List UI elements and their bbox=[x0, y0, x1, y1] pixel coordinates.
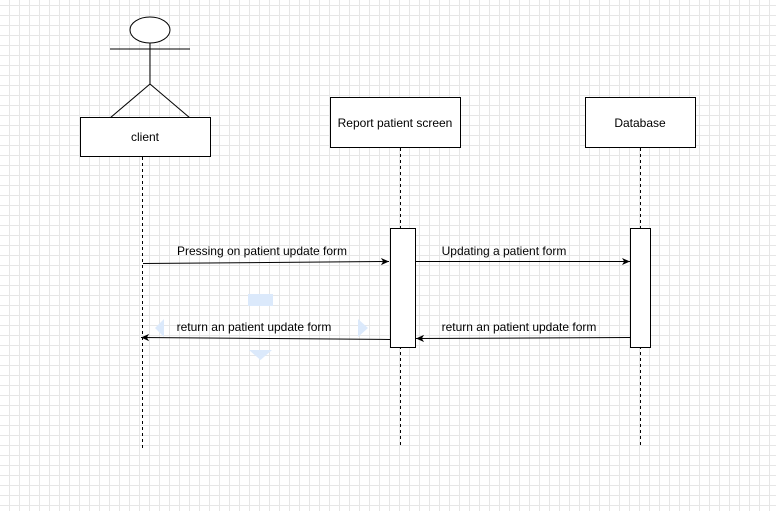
actor-head bbox=[129, 16, 171, 44]
message-return-to-client[interactable]: return an patient update form bbox=[140, 320, 391, 342]
activation-database[interactable] bbox=[630, 228, 651, 348]
hover-arrow-up-icon[interactable] bbox=[248, 294, 273, 306]
participant-report-screen-label: Report patient screen bbox=[338, 116, 453, 130]
hover-arrow-left-icon[interactable] bbox=[155, 319, 164, 337]
participant-report-screen[interactable]: Report patient screen bbox=[330, 97, 461, 148]
message-pressing-update-form[interactable]: Pressing on patient update form bbox=[142, 244, 390, 266]
participant-database[interactable]: Database bbox=[585, 97, 696, 148]
message-arrow bbox=[142, 257, 390, 266]
message-arrow bbox=[415, 334, 631, 343]
actor-leg-right bbox=[149, 83, 191, 119]
hover-arrow-down-icon[interactable] bbox=[249, 350, 272, 360]
message-label: Updating a patient form bbox=[442, 244, 567, 258]
participant-database-label: Database bbox=[614, 116, 666, 130]
message-return-to-report-screen[interactable]: return an patient update form bbox=[415, 320, 631, 343]
message-updating-patient-form[interactable]: Updating a patient form bbox=[416, 244, 630, 266]
message-label: return an patient update form bbox=[177, 320, 332, 334]
participant-database-box bbox=[585, 97, 696, 148]
activation-report-screen[interactable] bbox=[390, 228, 416, 348]
participant-report-screen-box bbox=[330, 97, 461, 148]
hover-arrow-right-icon[interactable] bbox=[358, 319, 368, 337]
hover-connection-arrows[interactable] bbox=[155, 294, 368, 360]
participant-client-box bbox=[80, 117, 211, 157]
message-arrow bbox=[140, 333, 391, 342]
message-label: Pressing on patient update form bbox=[177, 244, 347, 258]
client-actor[interactable] bbox=[109, 16, 191, 119]
message-label: return an patient update form bbox=[442, 320, 597, 334]
actor-leg-left bbox=[109, 83, 151, 119]
participant-client-label: client bbox=[131, 130, 160, 144]
participant-client[interactable]: client bbox=[80, 117, 211, 157]
